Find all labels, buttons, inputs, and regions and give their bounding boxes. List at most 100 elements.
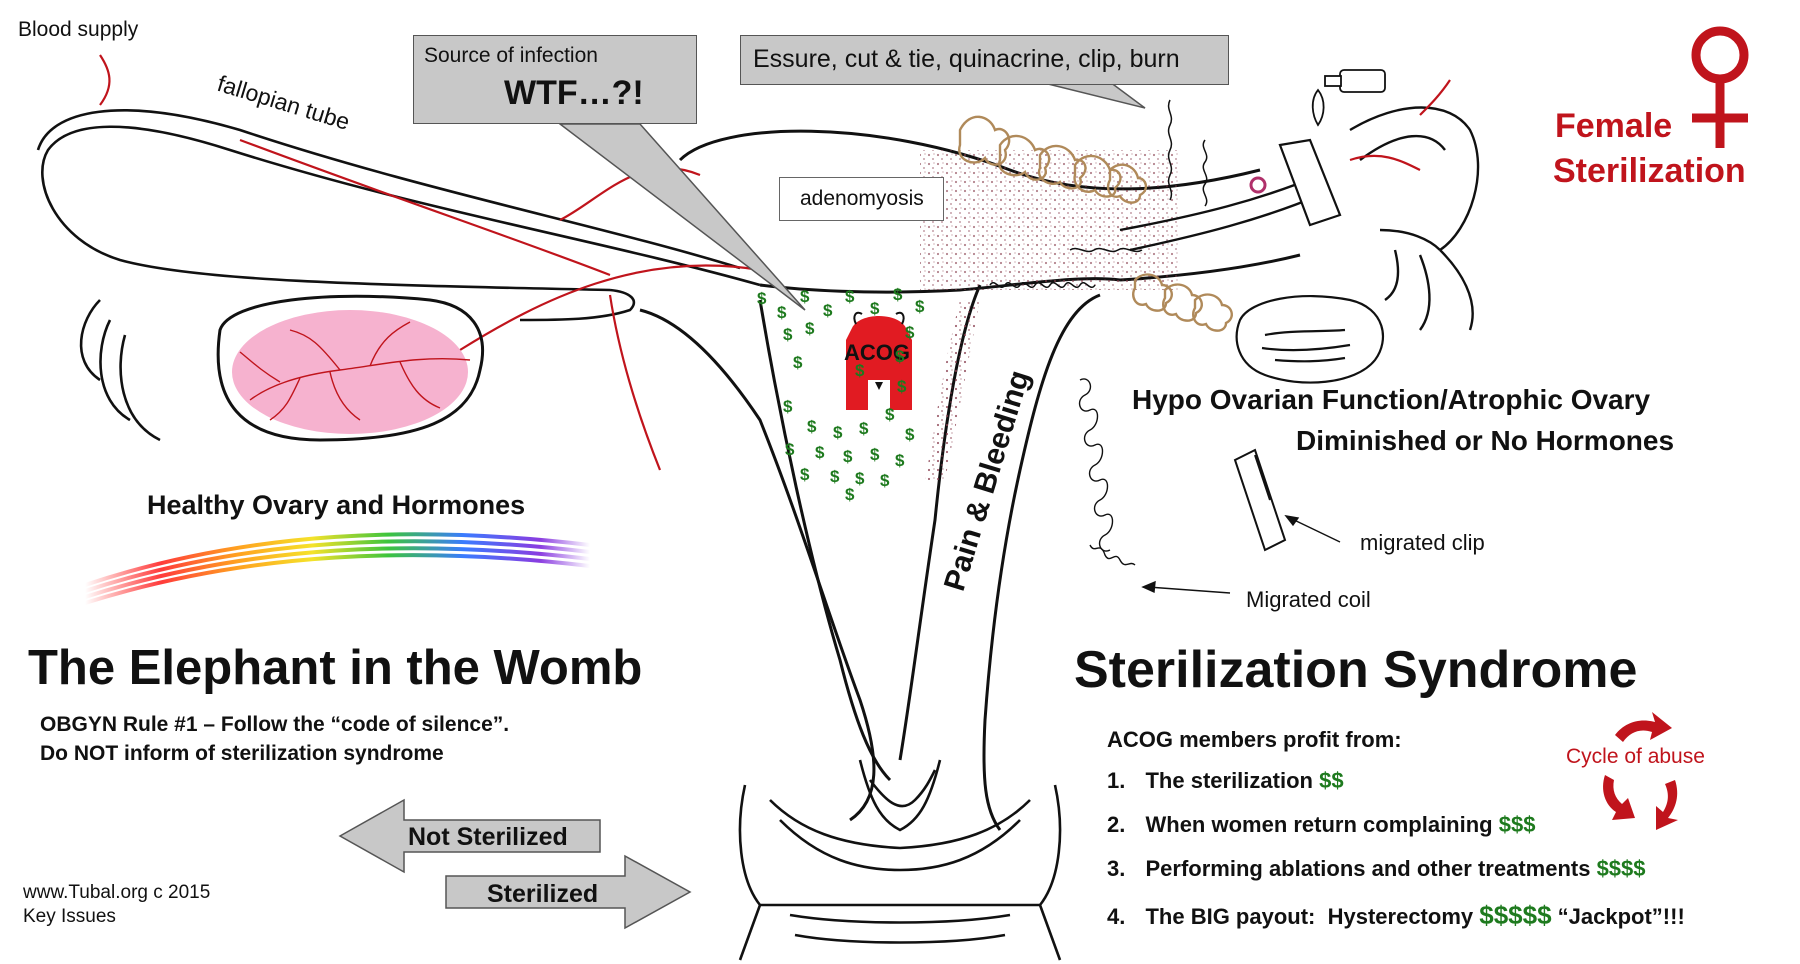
dollar-sign: $ (895, 347, 905, 366)
dollar-sign: $ (905, 323, 915, 342)
adenomyosis-tissue (958, 115, 1233, 332)
left-fallopian-tube (36, 109, 761, 442)
healthy-ovary-label: Healthy Ovary and Hormones (147, 490, 526, 520)
source-of-infection-callout: Source of infection WTF…?! (413, 35, 697, 124)
coil-threads (989, 99, 1208, 288)
not-sterilized-arrow (338, 798, 601, 874)
cycle-of-abuse-label: Cycle of abuse (1566, 745, 1705, 768)
list-item-text: The sterilization (1145, 768, 1320, 793)
migrated-clip-label: migrated clip (1360, 530, 1485, 555)
dollar-sign: $ (833, 423, 843, 442)
dollar-sign: $ (800, 287, 810, 306)
list-item-text: When women return complaining (1145, 812, 1499, 837)
list-item-number: 2. (1107, 812, 1126, 837)
dollar-sign: $ (843, 447, 853, 466)
dollar-cluster: $ $ $ $ $ $ $ $ $ $ $ $ $ $ $ $ $ $ $ $ … (755, 285, 940, 505)
list-item-number: 1. (1107, 768, 1126, 793)
female-symbol-icon (1691, 26, 1749, 148)
dollar-sign: $ (800, 465, 810, 484)
footer-subtitle: Key Issues (23, 906, 116, 927)
methods-callout: Essure, cut & tie, quinacrine, clip, bur… (740, 35, 1229, 85)
sterilized-label: Sterilized (487, 880, 599, 908)
dollar-sign: $ (785, 440, 795, 459)
migrated-clip (1233, 448, 1287, 552)
sterilized-arrow (445, 854, 692, 930)
dollar-sign: $ (807, 417, 817, 436)
pointer-lines (1141, 515, 1341, 594)
syndrome-title: Sterilization Syndrome (1074, 641, 1638, 699)
dollar-sign: $ (830, 467, 840, 486)
right-blood-vessel (1349, 79, 1451, 171)
list-item: 1. The sterilization $$ (1107, 768, 1344, 794)
female-label: Female (1555, 107, 1673, 145)
profit-list: 1. The sterilization $$ 2. When women re… (1107, 768, 1787, 948)
dollar-sign: $ (885, 405, 895, 424)
list-item-money: $$$ (1498, 812, 1536, 837)
sterilization-label: Sterilization (1553, 152, 1746, 190)
list-item-suffix: “Jackpot”!!! (1551, 904, 1685, 929)
acog-elephant-icon (842, 310, 916, 414)
list-item-money: $$$$ (1596, 856, 1646, 881)
dollar-sign: $ (805, 319, 815, 338)
footer-site: www.Tubal.org c 2015 (23, 882, 211, 903)
list-item-money: $$ (1319, 768, 1344, 793)
dollar-sign: $ (870, 445, 880, 464)
source-of-infection-label: Source of infection (424, 44, 598, 67)
dollar-sign: $ (859, 419, 869, 438)
bleeding-speckle-upper (920, 150, 1180, 290)
list-item: 2. When women return complaining $$$ (1107, 812, 1535, 838)
dollar-sign: $ (823, 301, 833, 320)
dollar-sign: $ (815, 443, 825, 462)
rule-line-1: OBGYN Rule #1 – Follow the “code of sile… (40, 713, 510, 736)
dollar-sign: $ (845, 287, 855, 306)
dollar-sign: $ (777, 303, 787, 322)
list-item-text: Performing ablations and other treatment… (1145, 856, 1597, 881)
dollar-sign: $ (855, 469, 865, 488)
list-item-money: $$$$$ (1479, 900, 1552, 930)
dollar-sign: $ (783, 325, 793, 344)
dollar-sign: $ (845, 485, 855, 504)
migrated-coil-label: Migrated coil (1246, 587, 1371, 612)
list-item-number: 4. (1107, 904, 1126, 929)
cervix (738, 759, 1062, 961)
cycle-arrows-icon (1603, 712, 1678, 830)
blood-supply-label: Blood supply (18, 18, 139, 41)
hypo-ovarian-label: Hypo Ovarian Function/Atrophic Ovary (1132, 384, 1651, 415)
source-callout-tail (557, 123, 806, 311)
not-sterilized-label: Not Sterilized (408, 823, 568, 851)
adenomyosis-box: adenomyosis (779, 177, 944, 221)
wtf-label: WTF…?! (504, 74, 644, 112)
dollar-sign: $ (793, 353, 803, 372)
dollar-sign: $ (855, 361, 865, 380)
dollar-sign: $ (757, 289, 767, 308)
dollar-sign: $ (905, 425, 915, 444)
methods-callout-tail (1039, 81, 1146, 109)
migrated-coil (1078, 378, 1136, 566)
healthy-ovary (216, 294, 485, 442)
dollar-sign: $ (897, 377, 907, 396)
list-item-number: 3. (1107, 856, 1126, 881)
dollar-sign: $ (870, 299, 880, 318)
rainbow (83, 532, 592, 605)
rule-line-2: Do NOT inform of sterilization syndrome (40, 742, 444, 765)
adenomyosis-label: adenomyosis (800, 187, 924, 210)
profit-intro: ACOG members profit from: (1107, 727, 1402, 752)
hormones-label: Diminished or No Hormones (1296, 425, 1675, 456)
methods-label: Essure, cut & tie, quinacrine, clip, bur… (753, 45, 1180, 73)
dollar-sign: $ (893, 285, 903, 304)
tube-clip-device (1249, 138, 1342, 227)
list-item: 3. Performing ablations and other treatm… (1107, 856, 1646, 882)
elephant-title: The Elephant in the Womb (28, 641, 643, 695)
dollar-sign: $ (915, 297, 925, 316)
dollar-sign: $ (783, 397, 793, 416)
spray-bottle-icon (1311, 69, 1386, 127)
acog-label: ACOG (844, 340, 910, 365)
dollar-sign: $ (895, 451, 905, 470)
atrophic-ovary (1235, 294, 1384, 384)
dollar-sign: $ (880, 471, 890, 490)
list-item: 4. The BIG payout: Hysterectomy $$$$$ “J… (1107, 900, 1685, 931)
list-item-text: The BIG payout: Hysterectomy (1145, 904, 1480, 929)
bleeding-speckle-side (925, 300, 980, 480)
